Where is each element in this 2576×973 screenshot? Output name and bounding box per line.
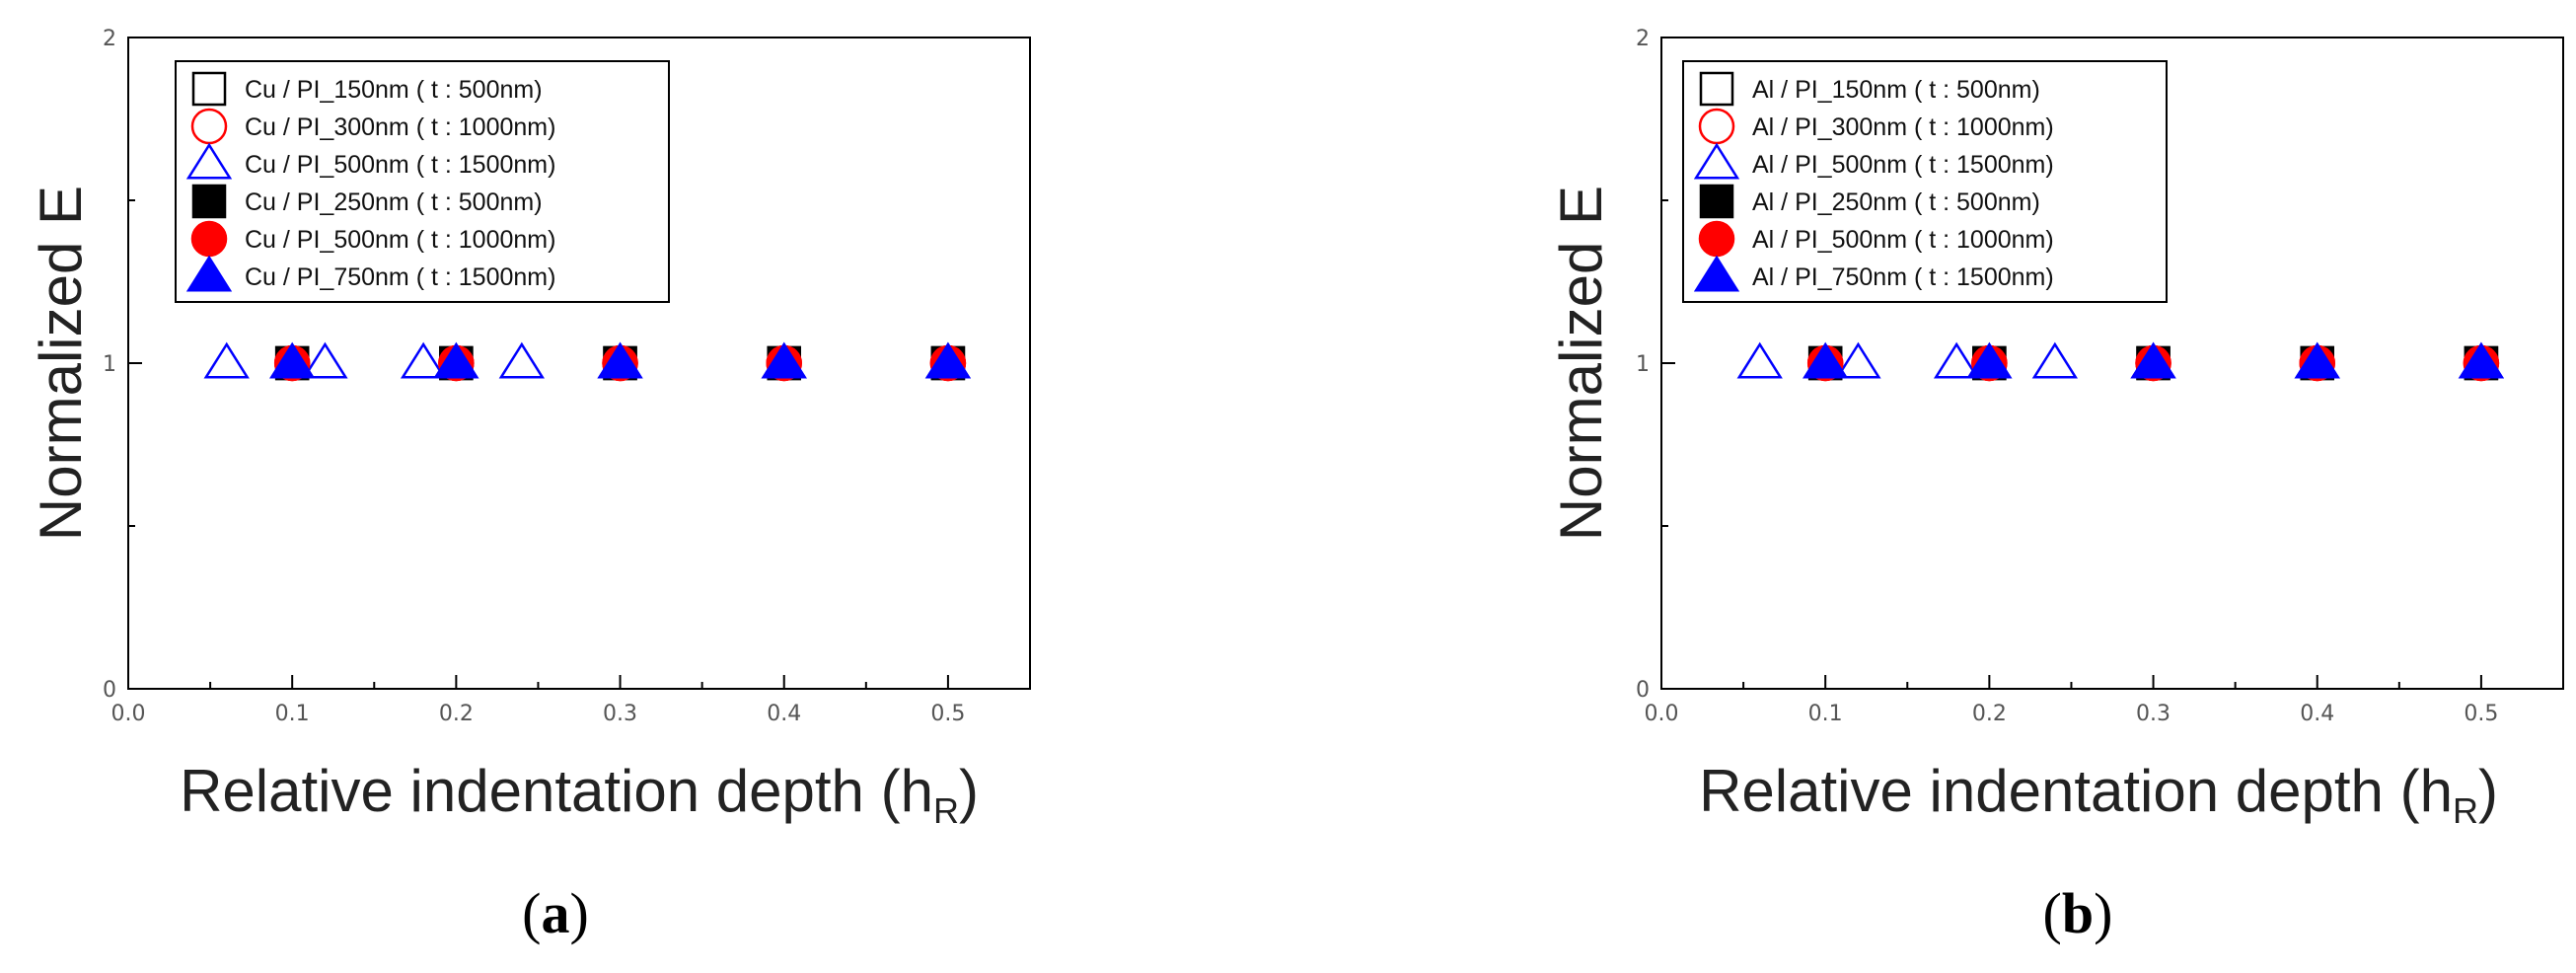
legend-entry-label: Cu / PI_250nm ( t : 500nm)	[245, 188, 543, 216]
x-tick-label: 0.3	[2136, 702, 2171, 726]
legend-entry-label: Cu / PI_150nm ( t : 500nm)	[245, 76, 543, 104]
x-axis-title-main: Relative indentation depth (h	[180, 758, 933, 824]
y-tick-label: 0	[1636, 678, 1650, 703]
x-tick-label: 0.4	[767, 702, 801, 726]
x-axis-title-close: )	[2478, 758, 2498, 824]
data-markers	[203, 341, 972, 382]
legend-marker-3	[185, 142, 233, 180]
data-point-series-3	[302, 341, 348, 379]
legend-marker-6	[1693, 255, 1740, 292]
legend-entry-label: Al / PI_500nm ( t : 1500nm)	[1752, 151, 2054, 179]
y-tick-label: 0	[103, 678, 116, 703]
data-point-series-6	[1803, 341, 1849, 379]
legend-marker-1	[1699, 71, 1734, 107]
x-axis-title-subscript: R	[933, 790, 959, 831]
data-point-series-6	[761, 341, 807, 379]
legend-marker-2	[1698, 108, 1735, 145]
data-point-series-6	[433, 341, 479, 379]
legend-box	[175, 60, 670, 303]
legend-entry-label: Cu / PI_300nm ( t : 1000nm)	[245, 113, 555, 141]
data-point-series-3	[1736, 341, 1783, 379]
legend-marker-6	[185, 255, 233, 292]
legend-entry-label: Al / PI_150nm ( t : 500nm)	[1752, 76, 2040, 104]
data-point-series-6	[597, 341, 643, 379]
x-tick-label: 0.0	[1645, 702, 1679, 726]
x-tick-label: 0.5	[2464, 702, 2498, 726]
tick-marks	[127, 37, 949, 690]
legend-entry-label: Cu / PI_500nm ( t : 1500nm)	[245, 151, 555, 179]
x-axis-title-subscript: R	[2453, 790, 2478, 831]
x-tick-label: 0.2	[439, 702, 474, 726]
legend-entry-label: Al / PI_500nm ( t : 1000nm)	[1752, 226, 2054, 254]
tick-labels: 0.0 0.1 0.2 0.3 0.4 0.5 0 1 2	[103, 27, 965, 726]
x-axis-title-close: )	[959, 758, 979, 824]
x-axis-title: Relative indentation depth (hR)	[1699, 758, 2498, 831]
x-tick-label: 0.5	[930, 702, 965, 726]
data-point-series-3	[203, 341, 250, 379]
legend-marker-3	[1693, 142, 1740, 180]
data-point-series-6	[2458, 341, 2505, 379]
x-axis-title: Relative indentation depth (hR)	[180, 758, 979, 831]
legend-marker-1	[191, 71, 227, 107]
panel-caption-letter: a	[542, 881, 570, 945]
data-point-series-6	[924, 341, 972, 379]
legend-entry-label: Cu / PI_750nm ( t : 1500nm)	[245, 263, 555, 291]
data-point-series-6	[1966, 341, 2013, 379]
legend-entry-label: Al / PI_250nm ( t : 500nm)	[1752, 188, 2040, 216]
x-axis-title-main: Relative indentation depth (h	[1699, 758, 2453, 824]
legend: Cu / PI_150nm ( t : 500nm) Cu / PI_300nm …	[185, 71, 555, 292]
y-tick-label: 1	[103, 352, 116, 377]
y-tick-label: 1	[1636, 352, 1650, 377]
x-tick-label: 0.1	[275, 702, 310, 726]
x-tick-label: 0.0	[111, 702, 146, 726]
x-tick-label: 0.3	[603, 702, 637, 726]
legend-entry-label: Cu / PI_500nm ( t : 1000nm)	[245, 226, 555, 254]
data-point-series-6	[2130, 341, 2176, 379]
data-point-series-3	[400, 341, 447, 379]
legend-marker-2	[190, 108, 228, 145]
data-point-series-3	[498, 341, 545, 379]
data-markers	[1736, 341, 2505, 382]
panel-caption: (b)	[2043, 881, 2113, 945]
legend-marker-5	[190, 220, 228, 258]
y-tick-label: 2	[1636, 27, 1650, 51]
x-tick-label: 0.2	[1972, 702, 2007, 726]
data-point-series-3	[1933, 341, 1980, 379]
tick-labels: 0.0 0.1 0.2 0.3 0.4 0.5 0 1 2	[1636, 27, 2498, 726]
legend-box	[1682, 60, 2168, 303]
legend-entry-label: Al / PI_300nm ( t : 1000nm)	[1752, 113, 2054, 141]
data-point-series-6	[269, 341, 316, 379]
data-point-series-3	[2031, 341, 2078, 379]
legend: Al / PI_150nm ( t : 500nm) Al / PI_300nm …	[1693, 71, 2054, 292]
chart-panel-b: 0.0 0.1 0.2 0.3 0.4 0.5 0 1 2 Al / PI_150nm ( t …	[1548, 27, 2564, 945]
chart-panel-a: 0.0 0.1 0.2 0.3 0.4 0.5 0 1 2 Cu / PI_150nm ( t …	[28, 27, 1031, 945]
x-tick-label: 0.4	[2300, 702, 2334, 726]
y-axis-title: Normalized E	[28, 186, 94, 541]
legend-marker-4	[1699, 184, 1734, 219]
legend-marker-5	[1698, 220, 1735, 258]
x-tick-label: 0.1	[1808, 702, 1843, 726]
tick-marks	[1660, 37, 2482, 690]
legend-marker-4	[191, 184, 227, 219]
y-axis-title: Normalized E	[1548, 186, 1614, 541]
data-point-series-6	[2294, 341, 2340, 379]
y-tick-label: 2	[103, 27, 116, 51]
legend-entry-label: Al / PI_750nm ( t : 1500nm)	[1752, 263, 2054, 291]
panel-caption: (a)	[522, 881, 589, 945]
data-point-series-3	[1835, 341, 1881, 379]
panel-caption-letter: b	[2062, 881, 2094, 945]
